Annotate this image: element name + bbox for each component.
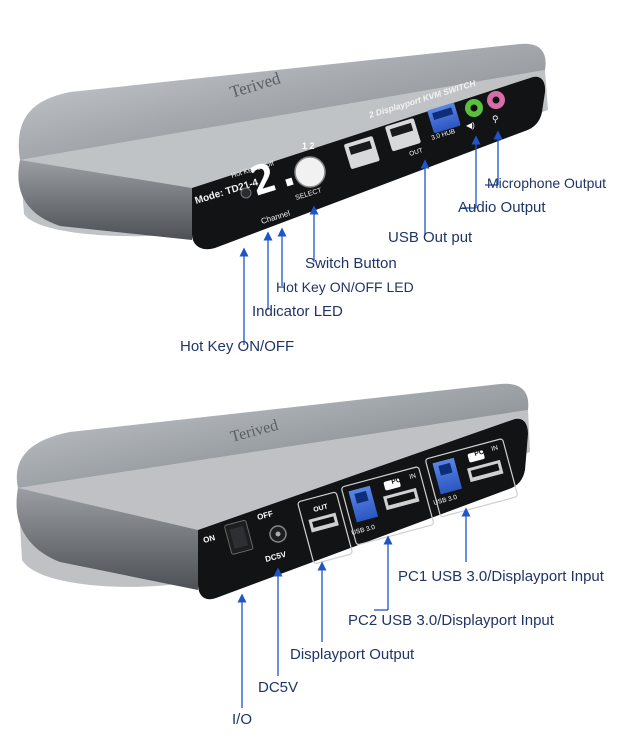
- back-unit: Terived ON OFF DC5V OUT PC2 IN U: [17, 384, 530, 599]
- callout-io: I/O: [232, 712, 252, 727]
- callout-pc2-input: PC2 USB 3.0/Displayport Input: [348, 613, 554, 628]
- callout-dc5v: DC5V: [258, 680, 298, 695]
- mic-icon: ⚲: [492, 114, 499, 124]
- callout-usb-out: USB Out put: [388, 230, 472, 245]
- select-button[interactable]: [295, 157, 325, 187]
- callout-audio-output: Audio Output: [458, 200, 546, 215]
- callout-microphone-output: Microphone Output: [487, 176, 606, 190]
- select-numbers: 1 2: [302, 141, 315, 151]
- callout-displayport-output: Displayport Output: [290, 647, 414, 662]
- speaker-icon: ◀): [466, 121, 475, 130]
- callout-switch-button: Switch Button: [305, 256, 397, 271]
- callout-hotkey-onoff: Hot Key ON/OFF: [180, 339, 294, 354]
- callout-indicator-led: Indicator LED: [252, 304, 343, 319]
- front-unit: Mode: TD21-4 Hot Key on/off 2. Channel 1…: [18, 44, 548, 249]
- callout-hotkey-led: Hot Key ON/OFF LED: [276, 280, 414, 294]
- hotkey-button[interactable]: [241, 188, 251, 198]
- callout-pc1-input: PC1 USB 3.0/Displayport Input: [398, 569, 604, 584]
